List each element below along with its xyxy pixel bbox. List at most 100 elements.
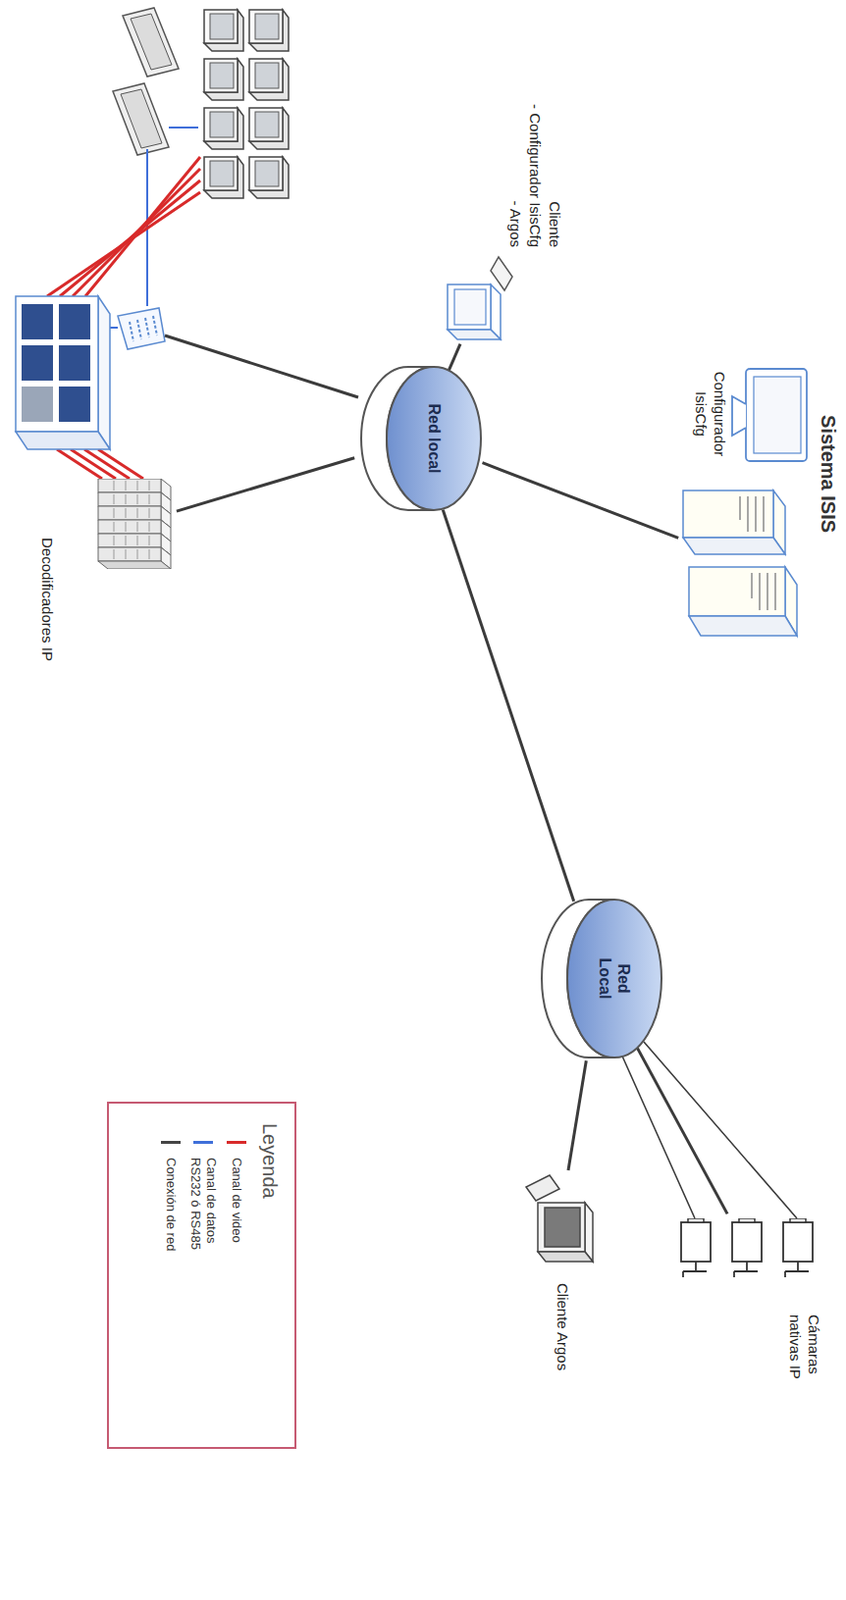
monitor-wall-part	[204, 58, 244, 101]
server-towers-part	[683, 490, 774, 538]
legend-row: Canal de datos RS232 ó RS485	[188, 1141, 219, 1428]
monitor-wall-part	[249, 9, 289, 52]
server-towers	[683, 490, 797, 636]
network-connection	[568, 1060, 586, 1171]
video-matrix-part	[15, 296, 99, 432]
network-label-area: Red Local	[565, 898, 664, 1060]
network-connection	[448, 344, 461, 371]
monitor-wall-part	[249, 157, 289, 199]
server-towers-part	[688, 616, 797, 636]
control-keypad	[117, 308, 165, 350]
video-matrix-part	[58, 304, 91, 340]
device-node: Configurador IsisCfg	[730, 365, 809, 464]
flat-panels-part	[122, 7, 179, 77]
monitor-wall-part	[204, 9, 244, 52]
monitor-wall-part	[204, 157, 244, 199]
device-node: Decodificadores IP	[95, 476, 174, 572]
network-label: Red Local	[595, 950, 634, 1009]
video-matrix-part	[58, 345, 91, 381]
device-label: Cámaras nativas IP	[786, 1315, 824, 1410]
lcd-monitor	[732, 369, 807, 462]
ip-cameras-part	[681, 1218, 711, 1278]
video-matrix-part	[15, 431, 110, 450]
control-keypad-part	[117, 308, 165, 350]
legend-box: Leyenda Canal de video Canal de datos RS23…	[106, 1102, 297, 1450]
network-label: Red local	[423, 403, 443, 474]
monitor-wall-part	[249, 107, 289, 150]
legend-line-sample	[160, 1141, 181, 1145]
network-cylinder: Red local	[355, 365, 483, 513]
device-label: - Argos	[505, 200, 525, 248]
device-label: Cliente Argos	[552, 1283, 572, 1372]
network-connection	[176, 458, 355, 512]
argos-workstation-part	[537, 1203, 585, 1253]
device-node: Sistema ISIS	[681, 485, 799, 638]
network-line	[164, 335, 359, 398]
client-workstation-part	[490, 257, 513, 291]
argos-workstation	[526, 1175, 593, 1263]
server-towers-part	[740, 496, 764, 532]
monitor-wall-part	[204, 107, 244, 150]
system-heading: Sistema ISIS	[815, 415, 841, 533]
device-node: Cámaras nativas IP	[675, 1216, 819, 1284]
flat-panels-part	[112, 83, 169, 156]
monitor-wall-part	[249, 58, 289, 101]
legend-text: Canal de video	[228, 1158, 245, 1276]
legend-title: Leyenda	[258, 1123, 281, 1428]
network-connection	[482, 463, 680, 539]
device-label: - Configurador IsisCfg	[525, 104, 544, 248]
video-channel-lines-part	[47, 192, 201, 297]
legend-text: Conexión de red	[162, 1158, 179, 1276]
video-matrix-part	[21, 386, 53, 423]
flat-panels-part	[130, 13, 172, 70]
lcd-monitor-part	[732, 396, 746, 436]
cylinder-top	[386, 367, 481, 511]
data-channel-lines-part	[168, 126, 199, 129]
argos-workstation-part	[544, 1208, 581, 1248]
legend-line-sample	[226, 1141, 247, 1145]
ip-cameras-part	[732, 1218, 762, 1278]
control-keypad-part	[129, 316, 158, 342]
video-channel-lines-part	[56, 449, 103, 479]
device-label: Configurador IsisCfg	[691, 357, 730, 472]
decoder-stack	[98, 478, 171, 570]
lcd-monitor-part	[745, 369, 807, 462]
device-node: Cliente- Configurador IsisCfg- Argos	[445, 257, 515, 342]
server-towers-part	[688, 567, 786, 617]
lcd-monitor-part	[753, 376, 801, 454]
argos-workstation-part	[537, 1252, 593, 1263]
video-matrix-part	[58, 386, 91, 423]
data-channel-lines	[109, 127, 199, 328]
legend-row: Canal de video	[226, 1141, 247, 1428]
network-label-area: Red local	[384, 365, 483, 513]
ip-cameras	[681, 1218, 813, 1278]
flat-panels-part	[120, 89, 162, 149]
monitor-wall	[204, 9, 289, 199]
video-matrix	[15, 296, 110, 450]
device-node: Cliente Argos	[528, 1173, 593, 1265]
legend-row: Conexión de red	[160, 1141, 181, 1428]
data-channel-lines-part	[109, 326, 118, 329]
network-connection	[442, 510, 574, 902]
client-workstation-part	[454, 289, 486, 325]
network-cylinder-shape	[355, 365, 483, 513]
decoder-stack-part	[98, 547, 171, 570]
client-workstation-part	[447, 329, 501, 340]
server-towers-part	[751, 573, 776, 611]
network-cylinder: Red Local	[535, 898, 664, 1060]
legend-line-sample	[193, 1141, 213, 1145]
device-label: Decodificadores IP	[37, 537, 56, 662]
video-matrix-part	[98, 296, 110, 450]
server-towers-part	[683, 537, 786, 555]
client-workstation-part	[447, 284, 491, 330]
client-workstation	[447, 257, 513, 340]
cylinder-top	[567, 899, 662, 1058]
video-matrix-part	[21, 304, 53, 340]
camera-lines	[620, 1042, 797, 1219]
video-matrix-part	[21, 345, 53, 381]
device-label: Cliente	[544, 201, 564, 248]
ip-cameras-part	[783, 1218, 813, 1278]
flat-panels	[112, 7, 179, 156]
legend-text: Canal de datos RS232 ó RS485	[188, 1158, 219, 1276]
